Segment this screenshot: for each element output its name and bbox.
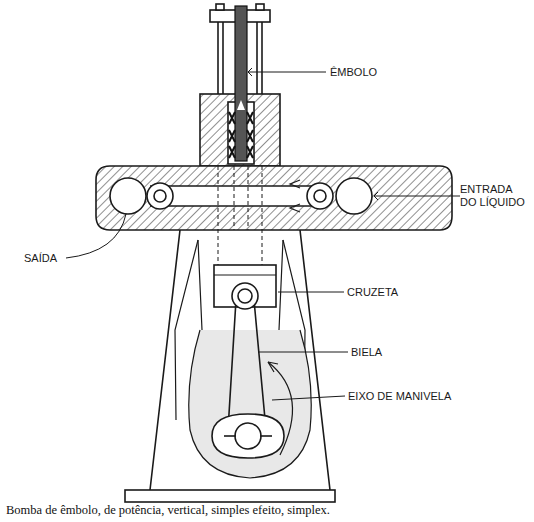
part-label: SAÍDA xyxy=(24,252,57,265)
outlet-port xyxy=(110,178,146,214)
valve-manifold xyxy=(96,166,452,230)
packing xyxy=(229,112,253,158)
part-label: ÊMBOLO xyxy=(330,66,377,79)
part-label: ENTRADA DO LÍQUIDO xyxy=(460,183,530,209)
discharge-valve xyxy=(147,183,173,209)
frame xyxy=(150,230,330,490)
figure-caption: Bomba de êmbolo, de potência, vertical, … xyxy=(6,503,330,518)
leader-lines xyxy=(66,68,460,400)
suction-valve xyxy=(307,183,333,209)
connecting-rod xyxy=(228,300,266,430)
part-label: EIXO DE MANIVELA xyxy=(348,390,451,403)
crankshaft xyxy=(212,414,284,458)
inlet-port xyxy=(336,178,372,214)
plunger xyxy=(235,6,247,161)
part-label: CRUZETA xyxy=(347,286,398,299)
base xyxy=(125,490,335,502)
part-label: BIELA xyxy=(351,346,382,359)
